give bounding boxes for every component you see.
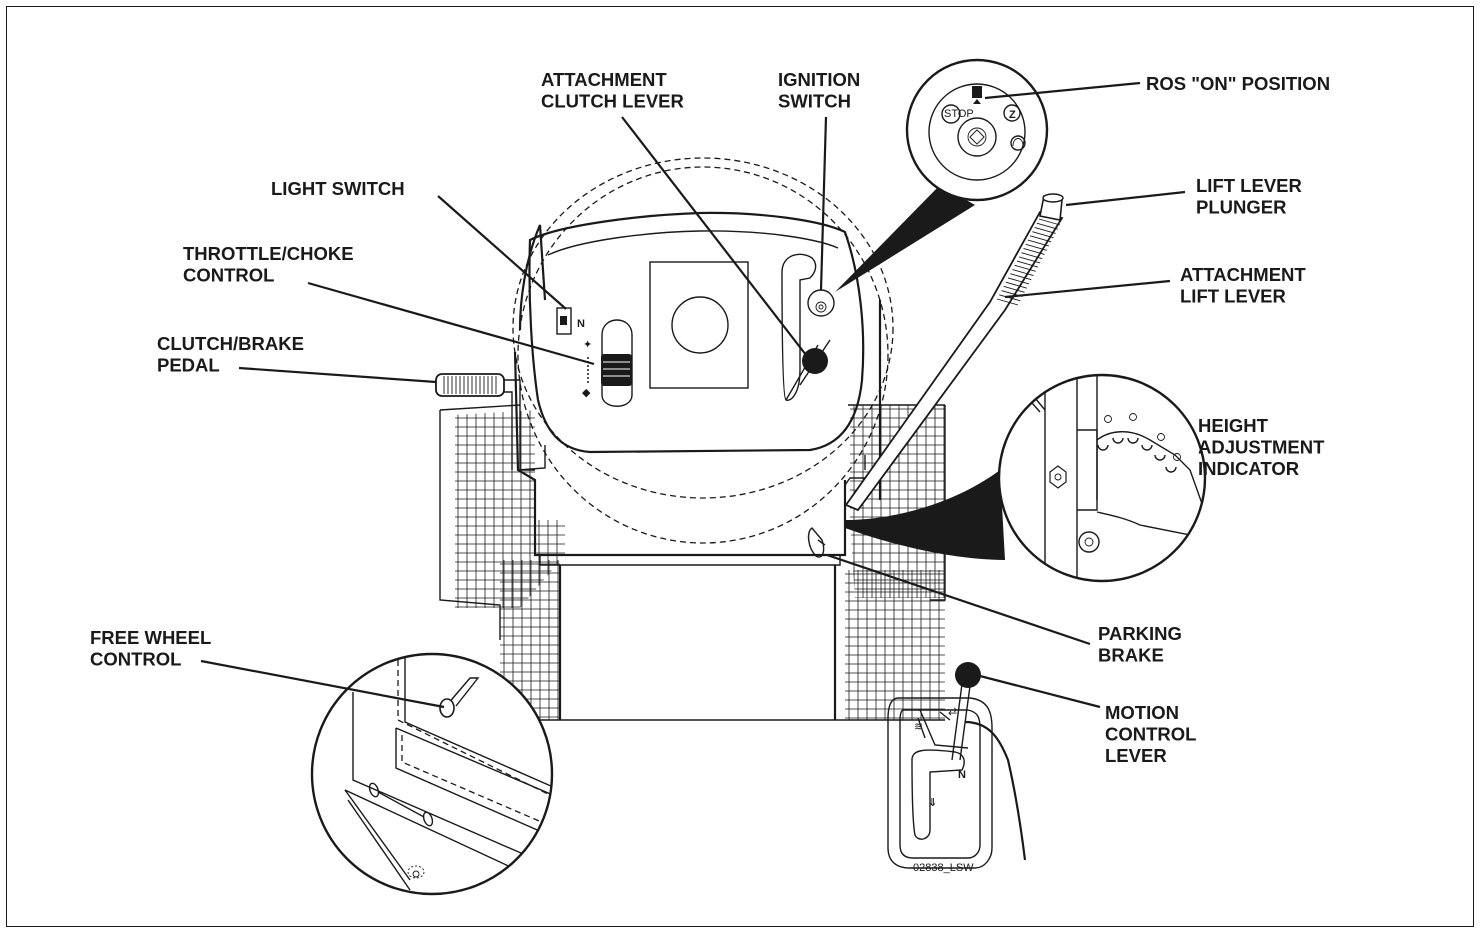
clutch-lever-knob[interactable] (802, 348, 828, 374)
label-attachment-clutch-lever-line: CLUTCH LEVER (541, 91, 684, 112)
label-throttle-choke-control-line: THROTTLE/CHOKE (183, 243, 354, 264)
choke-icon: ✦ (583, 339, 592, 351)
label-parking-brake-line: PARKING (1098, 623, 1182, 644)
ros-icon (972, 86, 982, 98)
motion-lever-knob[interactable] (955, 662, 981, 688)
ignition-pointer (835, 185, 975, 292)
label-ros-on-position: ROS "ON" POSITION (1146, 73, 1330, 94)
ignition-switch[interactable] (807, 289, 835, 317)
label-motion-control-lever-line: CONTROL (1105, 724, 1196, 745)
figure-code: 02838_LSW (913, 862, 974, 874)
slow-icon: ⇓ (928, 797, 937, 809)
neutral-icon: N (958, 769, 966, 781)
svg-text:Z: Z (1009, 109, 1016, 121)
turtle-icon: ◆ (582, 387, 591, 399)
ignition-stop-text: STOP (944, 108, 974, 120)
clutch-brake-pedal[interactable] (435, 373, 535, 471)
label-height-adjustment-indicator-line: INDICATOR (1198, 458, 1299, 479)
label-attachment-lift-lever-line: ATTACHMENT (1180, 264, 1306, 285)
free-wheel-knob[interactable] (439, 698, 455, 718)
label-free-wheel-control-line: CONTROL (90, 649, 181, 670)
label-motion-control-lever-line: MOTION (1105, 702, 1179, 723)
label-lift-lever-plunger-line: PLUNGER (1196, 197, 1286, 218)
free-wheel-inset (310, 652, 554, 896)
light-switch[interactable]: N (556, 307, 585, 335)
label-throttle-choke-control-line: CONTROL (183, 265, 274, 286)
reverse-icon: ⇄ (948, 706, 957, 718)
height-adjustment-inset (845, 373, 1207, 583)
label-lift-lever-plunger-line: LIFT LEVER (1196, 175, 1302, 196)
label-light-switch: LIGHT SWITCH (271, 178, 405, 199)
label-light-switch-line: LIGHT SWITCH (271, 178, 405, 199)
center-panel (649, 261, 749, 389)
figure-frame (6, 6, 1474, 927)
label-motion-control-lever-line: LEVER (1105, 745, 1167, 766)
svg-text:N: N (577, 318, 585, 330)
motion-control-console: ≋ ⇄ N ⇓ (887, 662, 1027, 869)
fast-icon: ≋ (914, 721, 923, 733)
label-attachment-lift-lever-line: LIFT LEVER (1180, 286, 1286, 307)
label-ignition-switch-line: SWITCH (778, 91, 851, 112)
attachment-clutch-lever[interactable] (781, 253, 831, 402)
label-ignition-switch-line: IGNITION (778, 69, 860, 90)
label-ros-on-position-line: ROS "ON" POSITION (1146, 73, 1330, 94)
label-clutch-brake-pedal-line: CLUTCH/BRAKE (157, 333, 304, 354)
label-free-wheel-control-line: FREE WHEEL (90, 627, 211, 648)
label-height-adjustment-indicator-line: ADJUSTMENT (1198, 437, 1325, 458)
label-attachment-clutch-lever-line: ATTACHMENT (541, 69, 667, 90)
label-height-adjustment-indicator-line: HEIGHT (1198, 415, 1269, 436)
throttle-choke-control[interactable]: ✦ ◆ (582, 319, 633, 407)
label-clutch-brake-pedal-line: PEDAL (157, 355, 220, 376)
left-floor-mat (455, 410, 565, 608)
steering-wheel-outline (512, 157, 894, 544)
parking-brake[interactable] (807, 527, 826, 558)
label-parking-brake-line: BRAKE (1098, 645, 1164, 666)
leader-lines (200, 81, 1186, 709)
inset-pointer (845, 470, 1005, 560)
throttle-knob[interactable] (601, 354, 632, 386)
attachment-lift-lever[interactable] (844, 193, 1064, 512)
